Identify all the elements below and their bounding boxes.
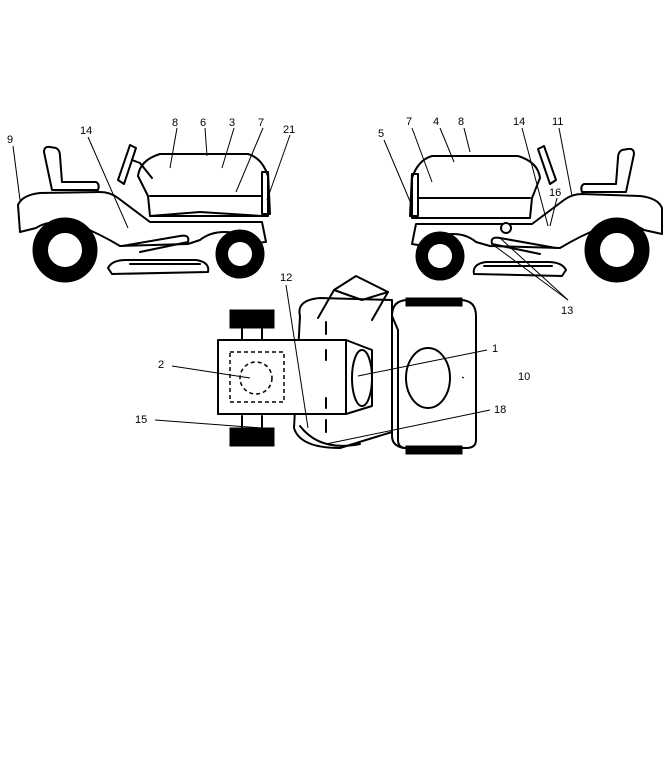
footrest-left xyxy=(121,234,190,253)
callout-8-right: 8 xyxy=(458,116,464,128)
callout-13: 13 xyxy=(561,305,573,317)
front-hub-right xyxy=(426,242,454,270)
steering-link-left xyxy=(131,159,153,179)
deck-curve xyxy=(299,425,361,447)
steering-column-left xyxy=(117,144,137,185)
hood-bottom-left xyxy=(149,211,263,217)
rear-hub-right xyxy=(598,231,636,269)
callout-15: 15 xyxy=(135,414,147,426)
front-hub-left xyxy=(226,240,254,268)
callout-21: 21 xyxy=(283,124,295,136)
discharge-chute xyxy=(317,275,389,321)
steering-column-right xyxy=(537,145,557,185)
callout-14-right: 14 xyxy=(513,116,525,128)
tractor-right-side-view: 5 7 4 8 14 11 16 13 xyxy=(378,116,663,317)
grille-left xyxy=(261,171,271,215)
callout-7-right: 7 xyxy=(406,116,412,128)
callout-12: 12 xyxy=(280,272,292,284)
steering-top xyxy=(351,349,373,407)
mower-deck-left xyxy=(107,259,210,275)
seat-round-top xyxy=(239,361,273,395)
callout-2: 2 xyxy=(158,359,164,371)
tractor-left-side-view: 9 14 8 6 3 7 21 xyxy=(7,117,295,283)
lever-knob-right xyxy=(500,222,512,234)
callout-16: 16 xyxy=(549,187,561,199)
grille-right xyxy=(409,173,419,217)
footrest-right xyxy=(490,236,557,255)
front-wheel-top-b xyxy=(405,445,463,455)
fuel-cap-top xyxy=(405,347,451,409)
callout-18: 18 xyxy=(494,404,506,416)
callout-8-left: 8 xyxy=(172,117,178,129)
seat-right xyxy=(580,147,635,193)
hood-right xyxy=(411,155,541,219)
callout-6: 6 xyxy=(200,117,206,129)
mower-deck-right xyxy=(472,261,567,277)
callout-4: 4 xyxy=(433,116,439,128)
front-wheel-top-a xyxy=(405,297,463,307)
callout-7-left: 7 xyxy=(258,117,264,129)
seat-left xyxy=(43,145,100,191)
callout-14-left: 14 xyxy=(80,125,92,137)
tractor-top-view: 12 1 10 2 15 18 xyxy=(135,272,530,455)
callout-1: 1 xyxy=(492,343,498,355)
rear-wheel-top-a xyxy=(229,309,275,329)
callout-9: 9 xyxy=(7,134,13,146)
callout-3: 3 xyxy=(229,117,235,129)
callout-10: 10 xyxy=(518,371,530,383)
callout-11: 11 xyxy=(552,116,563,128)
hood-side-top xyxy=(391,315,405,449)
rear-hub-left xyxy=(46,231,84,269)
rear-wheel-top-b xyxy=(229,427,275,447)
seat-outline-top xyxy=(229,351,285,403)
callout-5: 5 xyxy=(378,128,384,140)
